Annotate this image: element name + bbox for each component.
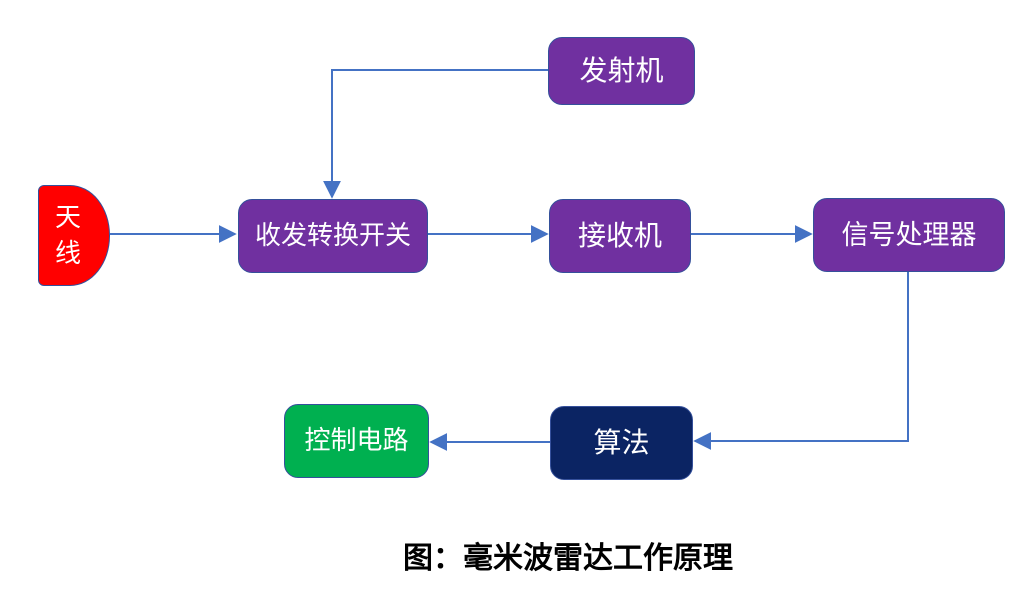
edge-processor-to-algorithm [693, 272, 909, 450]
node-transmitter: 发射机 [548, 37, 695, 105]
node-algorithm-label: 算法 [593, 427, 650, 459]
node-tr-switch-label: 收发转换开关 [254, 220, 411, 251]
edge-transmitter-to-switch [323, 69, 548, 199]
node-antenna: 天线 [38, 185, 110, 286]
figure-caption: 图：毫米波雷达工作原理 [403, 542, 733, 575]
node-signal-processor-label: 信号处理器 [841, 219, 977, 250]
node-control-circuit-label: 控制电路 [304, 425, 409, 456]
node-antenna-label: 天线 [54, 202, 81, 268]
node-receiver-label: 接收机 [577, 220, 662, 252]
node-control-circuit: 控制电路 [284, 404, 429, 478]
node-algorithm: 算法 [550, 406, 693, 480]
node-transmitter-label: 发射机 [579, 55, 664, 87]
node-tr-switch: 收发转换开关 [238, 199, 428, 273]
node-signal-processor: 信号处理器 [813, 198, 1005, 272]
node-receiver: 接收机 [549, 199, 691, 273]
